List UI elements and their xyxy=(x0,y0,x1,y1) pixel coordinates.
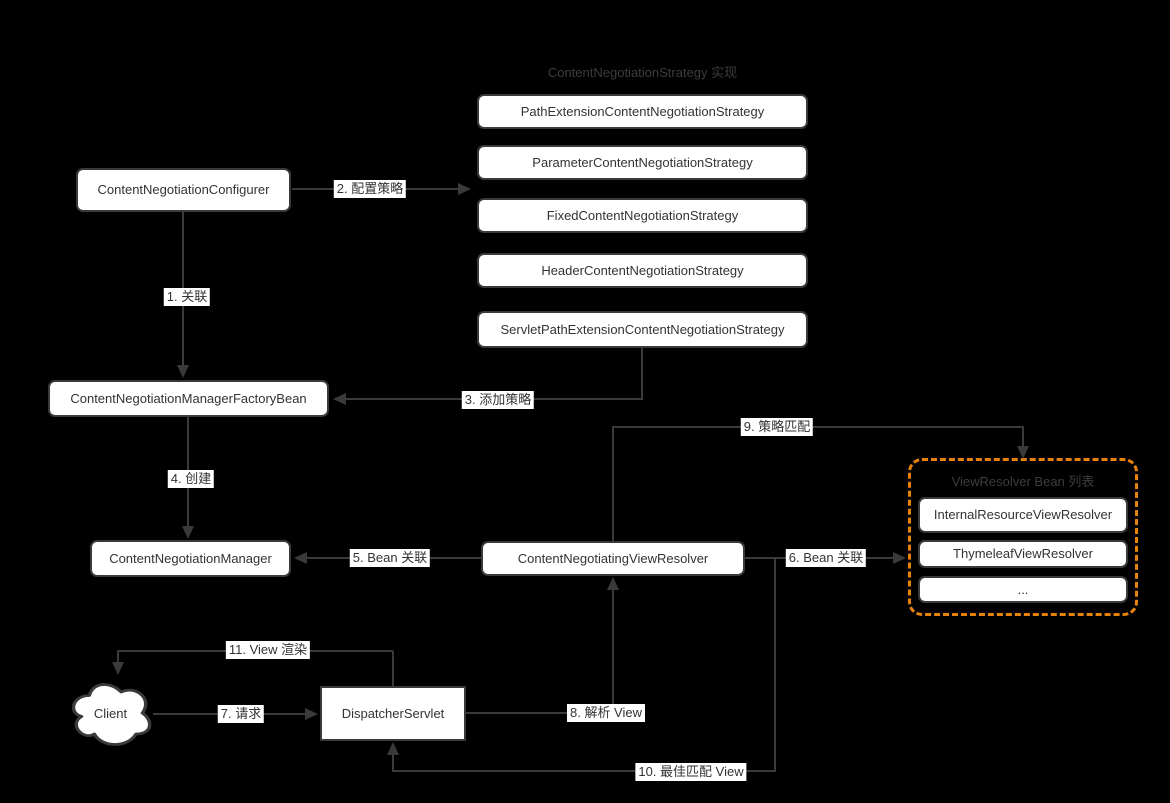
node-label: ContentNegotiationManagerFactoryBean xyxy=(70,390,307,406)
node-label: ServletPathExtensionContentNegotiationSt… xyxy=(500,321,785,337)
edge-8-line-vertical xyxy=(612,583,614,714)
node-label: PathExtensionContentNegotiationStrategy xyxy=(520,103,765,119)
node-strategy-parameter: ParameterContentNegotiationStrategy xyxy=(477,145,808,180)
strategies-group-title: ContentNegotiationStrategy 实现 xyxy=(547,65,738,80)
edge-10-line-vertical-right xyxy=(774,558,776,772)
node-label: DispatcherServlet xyxy=(341,705,445,721)
edge-10-label: 10. 最佳匹配 View xyxy=(635,763,747,781)
edge-9-label: 9. 策略匹配 xyxy=(740,418,814,436)
node-internal-resource-view-resolver: InternalResourceViewResolver xyxy=(918,497,1128,533)
node-label: ThymeleafViewResolver xyxy=(953,546,1093,561)
edge-10-line-horizontal xyxy=(392,770,775,772)
edge-10-line-vertical-left xyxy=(392,753,394,772)
edge-11-arrowhead xyxy=(112,662,124,675)
edge-2-label: 2. 配置策略 xyxy=(333,180,407,198)
edge-5-label: 5. Bean 关联 xyxy=(349,549,431,567)
node-content-negotiation-manager-factory-bean: ContentNegotiationManagerFactoryBean xyxy=(48,380,329,417)
edge-9-line-horizontal xyxy=(612,426,1024,428)
node-label: InternalResourceViewResolver xyxy=(933,507,1113,522)
cloud-icon xyxy=(71,683,152,746)
edge-6-arrowhead xyxy=(893,552,906,564)
edge-3-line-vertical xyxy=(641,347,643,400)
edge-7-label: 7. 请求 xyxy=(217,705,265,723)
edge-11-line-vertical-left xyxy=(117,651,119,664)
node-label: FixedContentNegotiationStrategy xyxy=(546,207,739,223)
node-label: HeaderContentNegotiationStrategy xyxy=(541,262,744,278)
view-resolver-list-title: ViewResolver Bean 列表 xyxy=(951,474,1095,489)
edge-2-arrowhead xyxy=(458,183,471,195)
node-client: Client xyxy=(68,678,153,748)
edge-7-arrowhead xyxy=(305,708,318,720)
edge-8-label: 8. 解析 View xyxy=(566,704,646,722)
node-strategy-path-extension: PathExtensionContentNegotiationStrategy xyxy=(477,94,808,129)
node-strategy-servlet-path-extension: ServletPathExtensionContentNegotiationSt… xyxy=(477,311,808,348)
node-label: ParameterContentNegotiationStrategy xyxy=(532,154,753,170)
edge-8-line-horizontal xyxy=(466,712,614,714)
edge-9-line-vertical-left xyxy=(612,427,614,541)
node-label: ContentNegotiationManager xyxy=(109,550,272,566)
edge-11-line-vertical-right xyxy=(392,651,394,686)
node-label: Client xyxy=(93,705,128,721)
edge-6-label: 6. Bean 关联 xyxy=(785,549,867,567)
node-view-resolver-ellipsis: ... xyxy=(918,576,1128,603)
edge-11-label: 11. View 渲染 xyxy=(225,641,311,659)
edge-3-arrowhead xyxy=(333,393,346,405)
edge-9-line-vertical-right xyxy=(1022,427,1024,450)
edge-9-arrowhead xyxy=(1017,446,1029,459)
edge-4-label: 4. 创建 xyxy=(167,470,215,488)
node-label: ... xyxy=(1017,581,1029,597)
node-content-negotiating-view-resolver: ContentNegotiatingViewResolver xyxy=(481,541,745,576)
node-thymeleaf-view-resolver: ThymeleafViewResolver xyxy=(918,540,1128,568)
edge-8-arrowhead xyxy=(607,577,619,590)
node-label: ContentNegotiatingViewResolver xyxy=(517,550,709,566)
edge-4-arrowhead xyxy=(182,526,194,539)
node-content-negotiation-configurer: ContentNegotiationConfigurer xyxy=(76,168,291,212)
edge-1-label: 1. 关联 xyxy=(163,288,211,306)
node-dispatcher-servlet: DispatcherServlet xyxy=(320,686,466,741)
edge-1-arrowhead xyxy=(177,365,189,378)
node-content-negotiation-manager: ContentNegotiationManager xyxy=(90,540,291,577)
edge-3-label: 3. 添加策略 xyxy=(461,391,535,409)
view-resolver-list-container xyxy=(908,458,1138,616)
node-label: ContentNegotiationConfigurer xyxy=(97,182,270,197)
edge-5-arrowhead xyxy=(294,552,307,564)
node-strategy-fixed: FixedContentNegotiationStrategy xyxy=(477,198,808,233)
edge-10-arrowhead xyxy=(387,742,399,755)
node-strategy-header: HeaderContentNegotiationStrategy xyxy=(477,253,808,288)
